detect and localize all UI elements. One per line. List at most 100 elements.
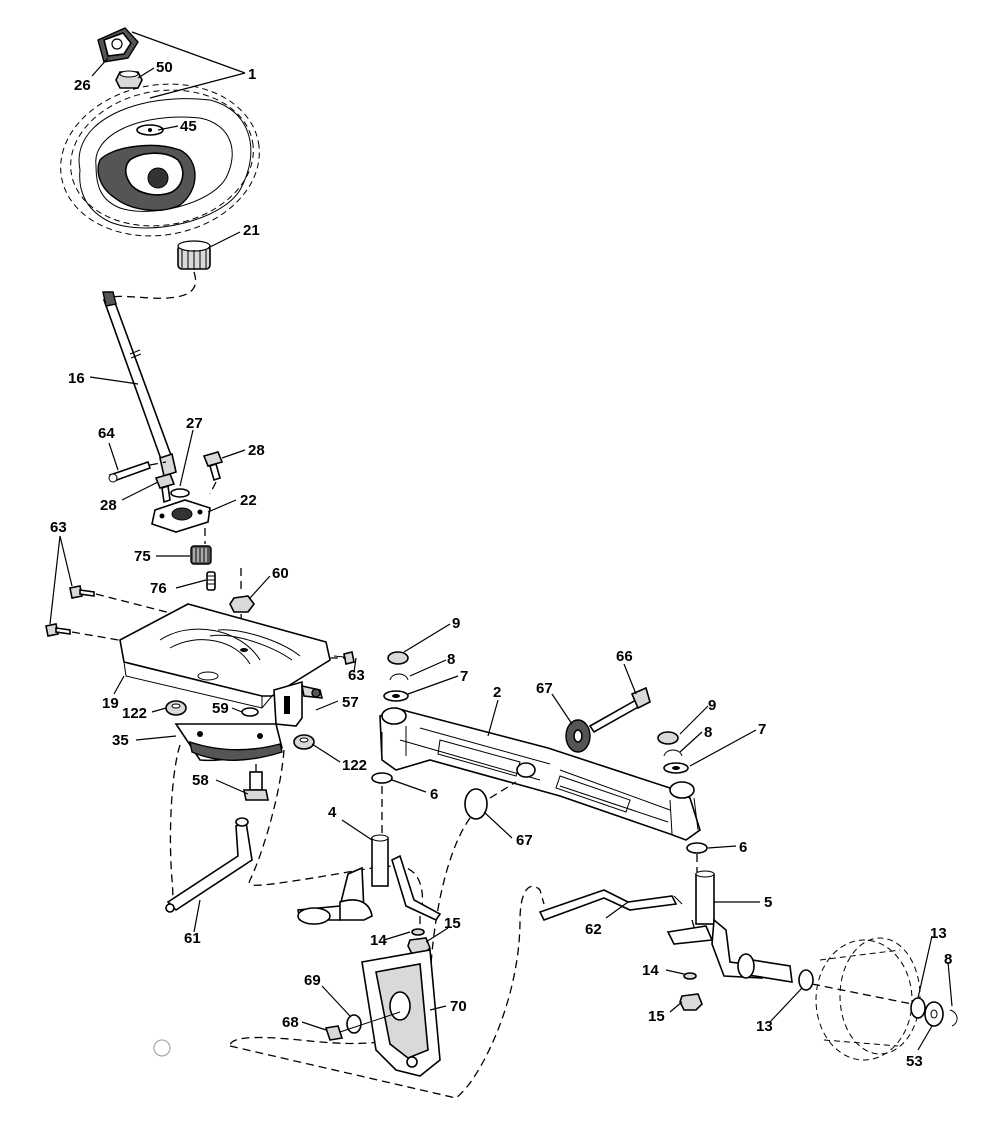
callout-68: 68 bbox=[282, 1014, 299, 1031]
wheel-adapter bbox=[177, 240, 211, 270]
flange-bolt-left bbox=[154, 473, 176, 504]
callout-28-left: 28 bbox=[100, 497, 117, 514]
e-clip-right bbox=[663, 749, 683, 757]
callout-8-wheel: 8 bbox=[944, 951, 952, 968]
front-axle bbox=[379, 707, 701, 841]
axle-spacer-upper bbox=[565, 719, 591, 753]
spindle-washer-left bbox=[371, 772, 393, 784]
callout-122-right: 122 bbox=[342, 757, 367, 774]
callout-6-right: 6 bbox=[739, 839, 747, 856]
pinion-gear bbox=[190, 545, 212, 565]
callout-53: 53 bbox=[906, 1053, 923, 1070]
callout-1: 1 bbox=[248, 66, 256, 83]
wheel-e-clip bbox=[949, 1009, 958, 1027]
callout-8-left: 8 bbox=[447, 651, 455, 668]
callout-45: 45 bbox=[180, 118, 197, 135]
callout-64: 64 bbox=[98, 425, 115, 442]
callout-27: 27 bbox=[186, 415, 203, 432]
callout-58: 58 bbox=[192, 772, 209, 789]
plate-bolt-upper bbox=[69, 585, 95, 599]
bracket-bolt bbox=[324, 1011, 401, 1041]
callout-57: 57 bbox=[342, 694, 359, 711]
callout-2: 2 bbox=[493, 684, 501, 701]
callout-13-lower: 13 bbox=[756, 1018, 773, 1035]
callout-28-right: 28 bbox=[248, 442, 265, 459]
bracket-washer bbox=[346, 1014, 362, 1034]
steering-plate bbox=[119, 603, 331, 709]
axle-cap-left bbox=[387, 651, 409, 665]
callout-60: 60 bbox=[272, 565, 289, 582]
sector-bushing-right bbox=[293, 734, 315, 750]
axle-cap-right bbox=[657, 731, 679, 745]
callout-13-upper: 13 bbox=[930, 925, 947, 942]
callout-21: 21 bbox=[243, 222, 260, 239]
callout-22: 22 bbox=[240, 492, 257, 509]
callout-16: 16 bbox=[68, 370, 85, 387]
spindle-left bbox=[297, 834, 442, 925]
spring-pin bbox=[206, 571, 216, 591]
steering-wheel-group bbox=[60, 27, 260, 301]
callout-70: 70 bbox=[450, 998, 467, 1015]
callout-14-right: 14 bbox=[642, 962, 659, 979]
callout-7-left: 7 bbox=[460, 668, 468, 685]
callout-35: 35 bbox=[112, 732, 129, 749]
leader-lines bbox=[49, 31, 953, 1051]
flange-bearing bbox=[151, 499, 211, 533]
sector-bushing-left bbox=[165, 700, 187, 716]
callout-63-right: 63 bbox=[348, 667, 365, 684]
callout-50: 50 bbox=[156, 59, 173, 76]
callout-labels: 1 26 50 45 21 16 64 27 28 28 22 63 75 76… bbox=[50, 59, 952, 1070]
steering-cap bbox=[97, 27, 139, 63]
callout-122-left: 122 bbox=[122, 705, 147, 722]
wheel-washer-inner bbox=[798, 969, 814, 991]
axle-pivot-bolt bbox=[588, 686, 651, 734]
callout-66: 66 bbox=[616, 648, 633, 665]
tie-rod-washer-left bbox=[411, 928, 425, 936]
axle-spacer-lower bbox=[464, 781, 517, 820]
callout-19: 19 bbox=[102, 695, 119, 712]
e-clip-left bbox=[389, 673, 409, 681]
callout-62: 62 bbox=[585, 921, 602, 938]
callout-61: 61 bbox=[184, 930, 201, 947]
callout-63-left: 63 bbox=[50, 519, 67, 536]
callout-7-right: 7 bbox=[758, 721, 766, 738]
tie-rod bbox=[538, 889, 683, 921]
callout-75: 75 bbox=[134, 548, 151, 565]
front-wheel-outline bbox=[811, 937, 921, 1061]
callout-4: 4 bbox=[328, 804, 337, 821]
shaft-clip bbox=[108, 460, 152, 483]
tie-rod-nut-right bbox=[679, 993, 703, 1011]
sector-gear bbox=[174, 723, 283, 762]
callout-69: 69 bbox=[304, 972, 321, 989]
sector-washer bbox=[241, 707, 259, 717]
callout-26: 26 bbox=[74, 77, 91, 94]
wheel-hub bbox=[97, 144, 196, 211]
mounting-bracket bbox=[273, 680, 324, 727]
callout-15-right: 15 bbox=[648, 1008, 665, 1025]
bearing-washer bbox=[170, 488, 190, 498]
callout-9-left: 9 bbox=[452, 615, 460, 632]
side-bolt bbox=[330, 651, 355, 665]
steering-shaft bbox=[102, 291, 177, 478]
sector-pivot-bolt bbox=[243, 771, 269, 801]
wheel-washer-outer bbox=[910, 997, 926, 1019]
plate-bolt-lower bbox=[45, 623, 71, 637]
spindle-washer-right bbox=[686, 842, 708, 854]
callout-5: 5 bbox=[764, 894, 772, 911]
wheel-nut bbox=[115, 70, 143, 89]
drag-link bbox=[165, 817, 253, 913]
callout-67-upper: 67 bbox=[536, 680, 553, 697]
callout-76: 76 bbox=[150, 580, 167, 597]
registration-mark bbox=[153, 1039, 171, 1057]
pedal-bracket bbox=[361, 949, 441, 1077]
callout-14-left: 14 bbox=[370, 932, 387, 949]
tie-rod-washer-right bbox=[683, 972, 697, 980]
callout-8-right: 8 bbox=[704, 724, 712, 741]
callout-6-left: 6 bbox=[430, 786, 438, 803]
flange-bolt-right bbox=[202, 451, 224, 482]
spindle-right bbox=[666, 870, 793, 983]
callout-59: 59 bbox=[212, 700, 229, 717]
callout-15-left: 15 bbox=[444, 915, 461, 932]
callout-9-right: 9 bbox=[708, 697, 716, 714]
